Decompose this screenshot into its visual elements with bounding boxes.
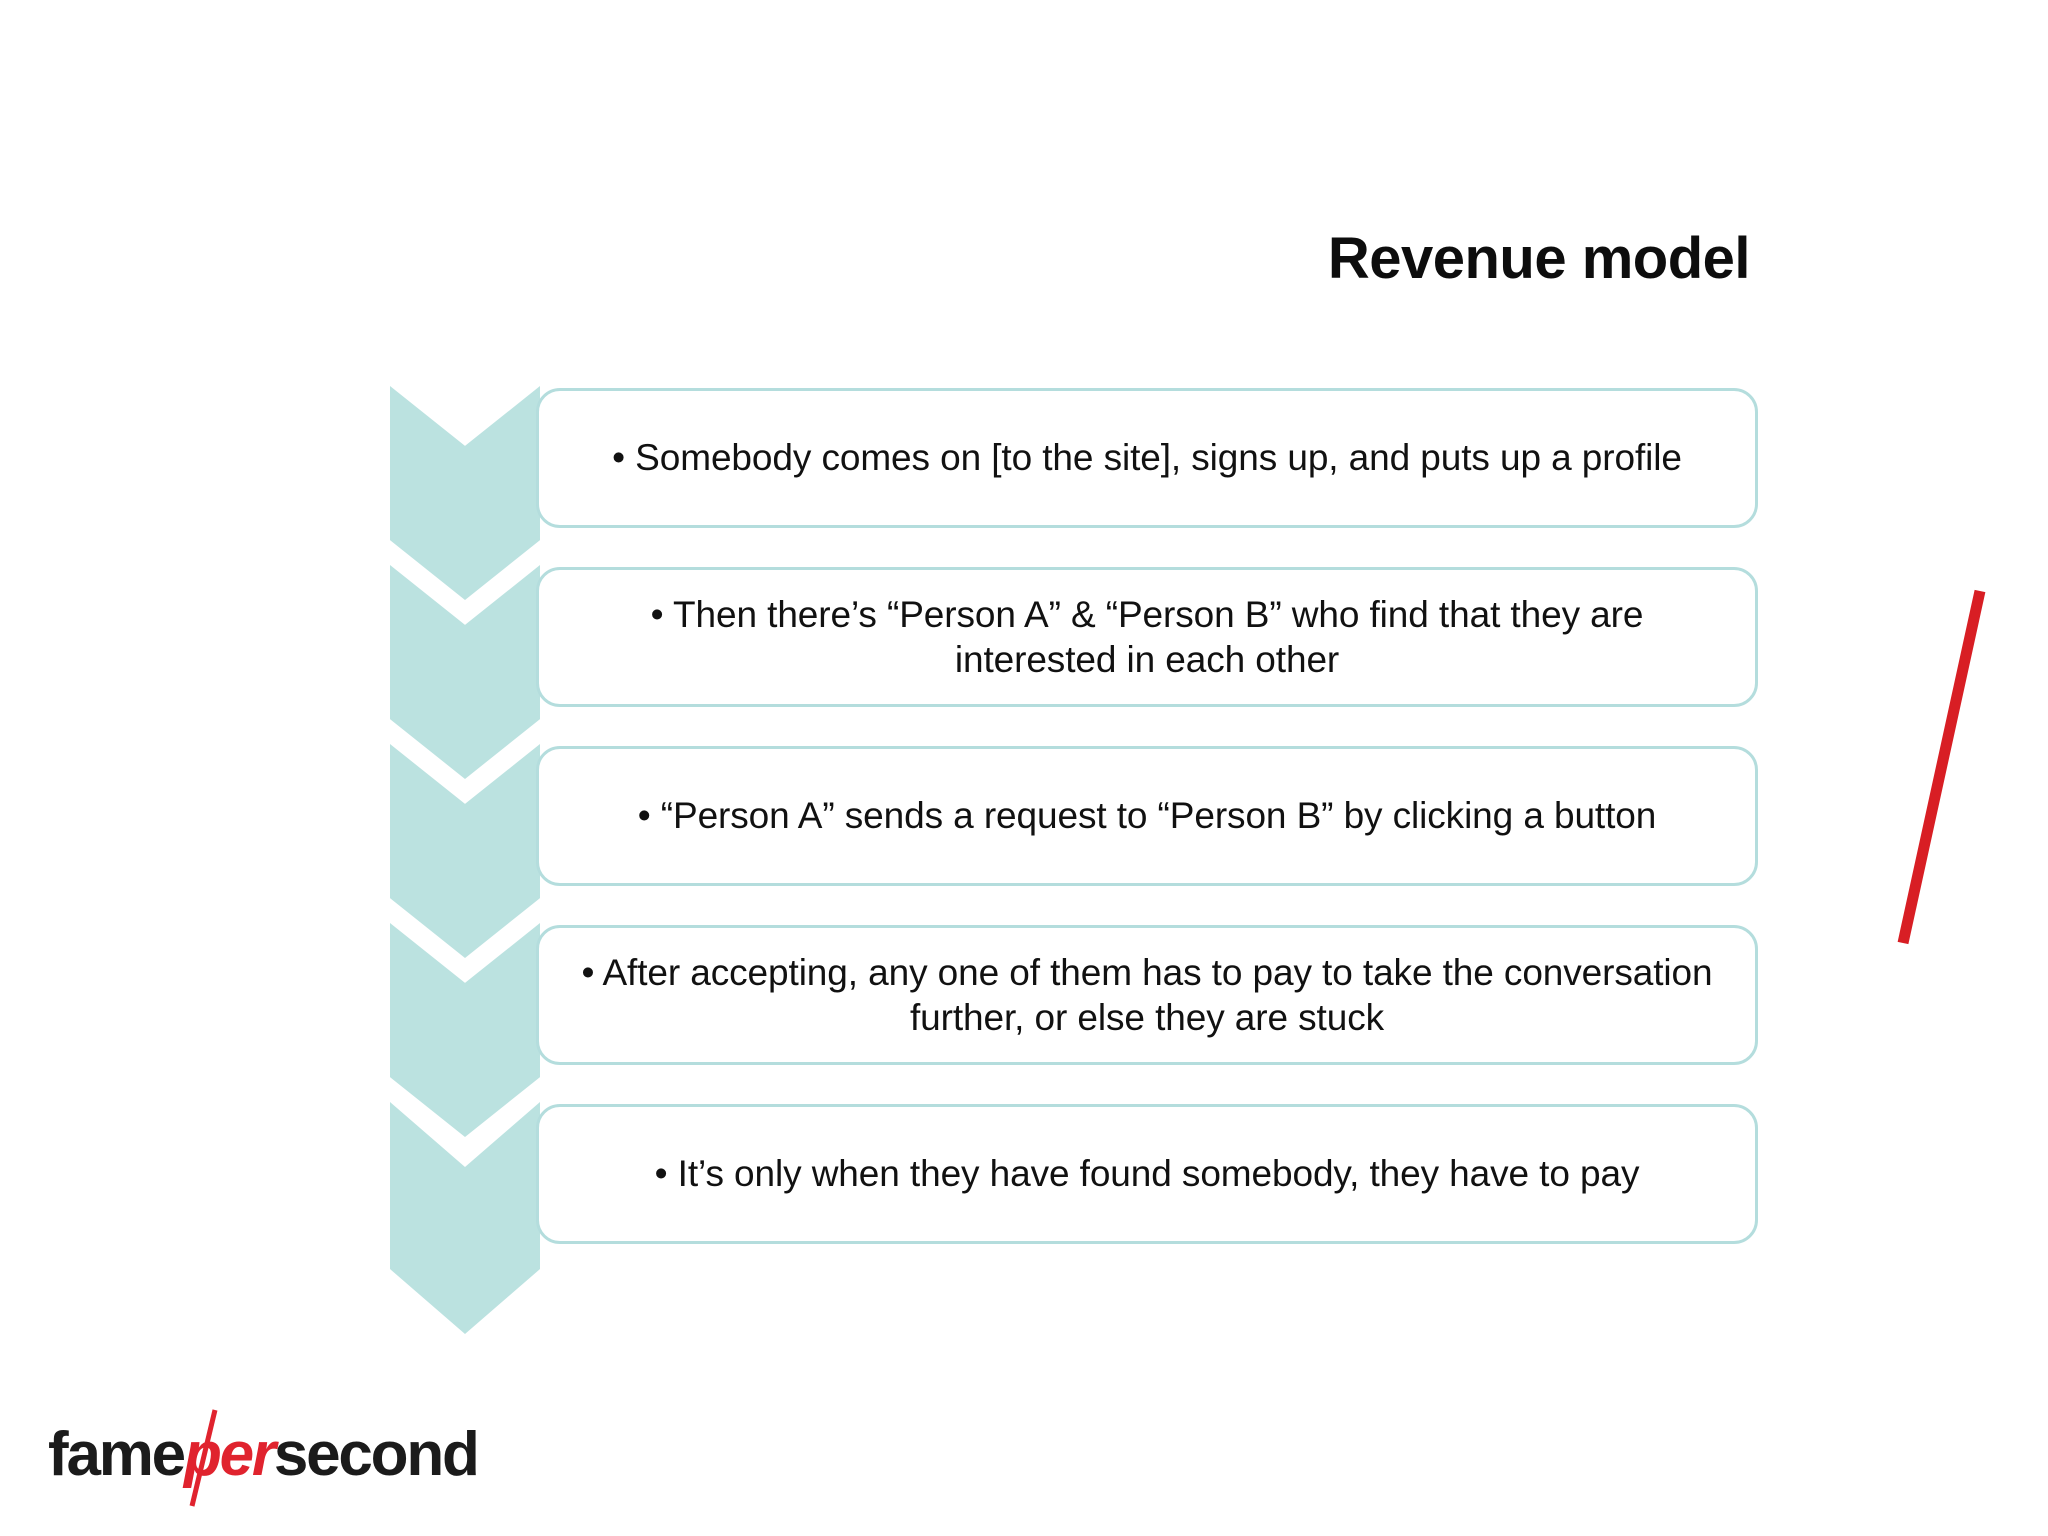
chevron-down-icon	[390, 386, 540, 600]
process-step-5[interactable]: • It’s only when they have found somebod…	[536, 1104, 1758, 1244]
process-step-2-label: • Then there’s “Person A” & “Person B” w…	[650, 593, 1644, 681]
process-step-3-label: • “Person A” sends a request to “Person …	[637, 795, 1657, 837]
process-step-5-label: • It’s only when they have found somebod…	[654, 1153, 1640, 1195]
famepersecond-logo: famepersecond	[48, 1409, 480, 1507]
logo-part-fame: fame	[48, 1420, 186, 1489]
logo-part-second: second	[273, 1420, 480, 1489]
logo-part-per: per	[183, 1420, 276, 1489]
process-step-1-label: • Somebody comes on [to the site], signs…	[612, 437, 1682, 479]
process-step-4[interactable]: • After accepting, any one of them has t…	[536, 925, 1758, 1065]
page-title: Revenue model	[1327, 226, 1751, 291]
process-step-1[interactable]: • Somebody comes on [to the site], signs…	[536, 388, 1758, 528]
process-step-4-label: • After accepting, any one of them has t…	[581, 951, 1713, 1039]
process-step-2[interactable]: • Then there’s “Person A” & “Person B” w…	[536, 567, 1758, 707]
process-step-3[interactable]: • “Person A” sends a request to “Person …	[536, 746, 1758, 886]
